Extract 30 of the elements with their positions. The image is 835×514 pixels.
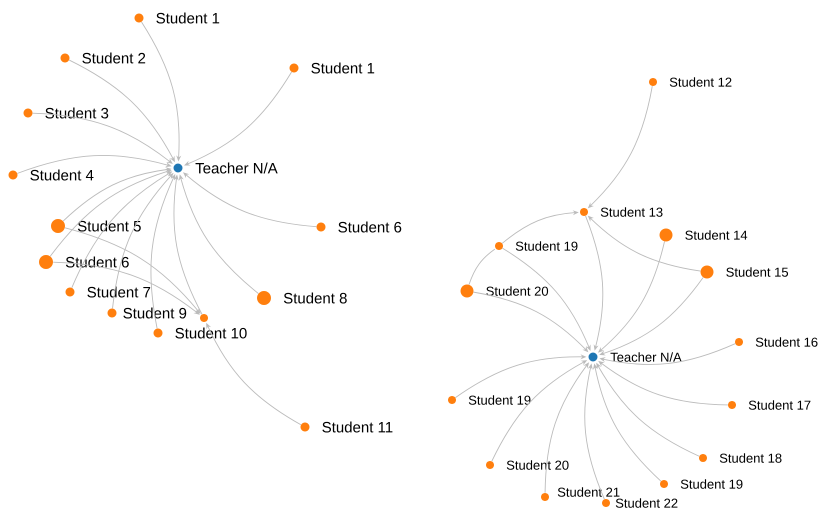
dot-label: Student 15 [726,267,788,277]
dot-label: Student 13 [600,207,663,217]
dot-label: Teacher N/A [610,352,682,362]
dot-label: Student 4 [30,170,94,180]
dot-label: Student 14 [685,230,748,240]
dot-label: Student 18 [720,453,782,463]
dot-label: Student 5 [78,220,141,232]
dot-label: Student 17 [748,400,810,410]
dot-label: Student 12 [670,77,732,87]
dot-label: Student 22 [616,498,678,508]
dot-label: Student 16 [756,337,818,347]
dot-label: Student 1 [156,12,220,24]
dot-label: Student 6 [66,256,129,268]
dot-label: Student 21 [558,487,620,497]
dot-label: Student 19 [680,479,742,489]
dot-label: Student 7 [87,286,150,298]
dot-label: Student 2 [82,52,146,64]
dot-label: Student 1 [311,62,374,74]
dot-label: Student 6 [338,222,402,232]
dot-label: Student 20 [506,460,569,470]
dot-label: Student 19 [468,395,530,405]
dot-label: Student 19 [516,241,578,251]
dot-label: Teacher N/A [196,162,278,174]
dot-label: Student 9 [123,308,186,318]
dot-label: Student 11 [322,422,392,432]
dot-label: Student 20 [486,286,548,296]
dot-label: Student 10 [175,328,247,338]
dot-label: Student 8 [284,292,347,304]
dot [200,314,208,322]
dot-label: Student 3 [45,108,108,118]
